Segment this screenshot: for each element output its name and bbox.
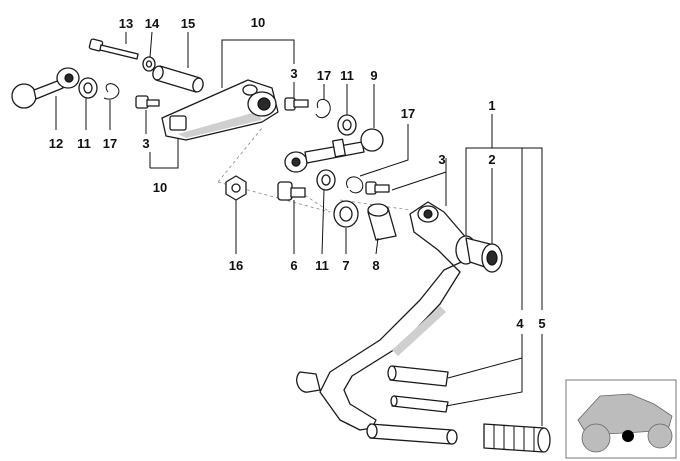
bolt-small-left [135,95,160,109]
bolt-small-mid [365,181,390,195]
bolt-small-top [284,97,309,111]
callout-3-left: 3 [142,136,149,151]
spring-clip-top [315,99,331,119]
spring-clip-mid [346,176,364,194]
callout-4: 4 [516,316,524,331]
callout-10-top: 10 [251,15,265,30]
bush-top [337,114,357,136]
bush-bottom [316,169,336,191]
callout-17-mid: 17 [401,106,415,121]
callout-9: 9 [370,68,377,83]
motorcycle-locator-thumbnail [565,379,677,459]
callout-15: 15 [181,16,195,31]
callout-3-top: 3 [290,66,297,81]
foot-peg-rod [366,423,458,445]
shift-lever-arm [161,79,279,141]
rubber-strip-upper [387,365,449,387]
nut [225,175,247,201]
callout-17-left: 17 [103,136,117,151]
spacer-sleeve [152,65,204,93]
callout-12: 12 [49,136,63,151]
rubber-strip-lower [390,395,449,413]
washer-small [142,56,156,72]
shift-rod [284,128,384,173]
callout-7: 7 [342,258,349,273]
callout-16: 16 [229,258,243,273]
bolt-long [88,38,139,60]
bolt-6 [277,181,306,201]
callout-labels: 13 14 15 10 3 17 11 9 12 11 17 3 10 17 1… [49,15,546,331]
leader-lines [55,31,543,426]
location-marker-icon [622,430,634,442]
ball-joint-rod-end [11,67,80,109]
pivot-bushing [465,237,503,273]
foot-peg-rubber [483,423,551,453]
callout-3-mid: 3 [438,152,445,167]
callout-14: 14 [145,16,160,31]
callout-1: 1 [488,98,495,113]
bush-left [78,77,98,99]
callout-11-top: 11 [340,68,354,83]
callout-10-bottom: 10 [153,180,167,195]
washer-7 [333,200,359,228]
spring-clip-left [103,83,120,100]
bushing-8 [367,203,397,241]
callout-5: 5 [538,316,545,331]
callout-17-top: 17 [317,68,331,83]
callout-13: 13 [119,16,133,31]
callout-8: 8 [372,258,379,273]
callout-11-bottom: 11 [315,258,329,273]
callout-11-left: 11 [77,136,91,151]
callout-2: 2 [488,152,495,167]
callout-6: 6 [290,258,297,273]
